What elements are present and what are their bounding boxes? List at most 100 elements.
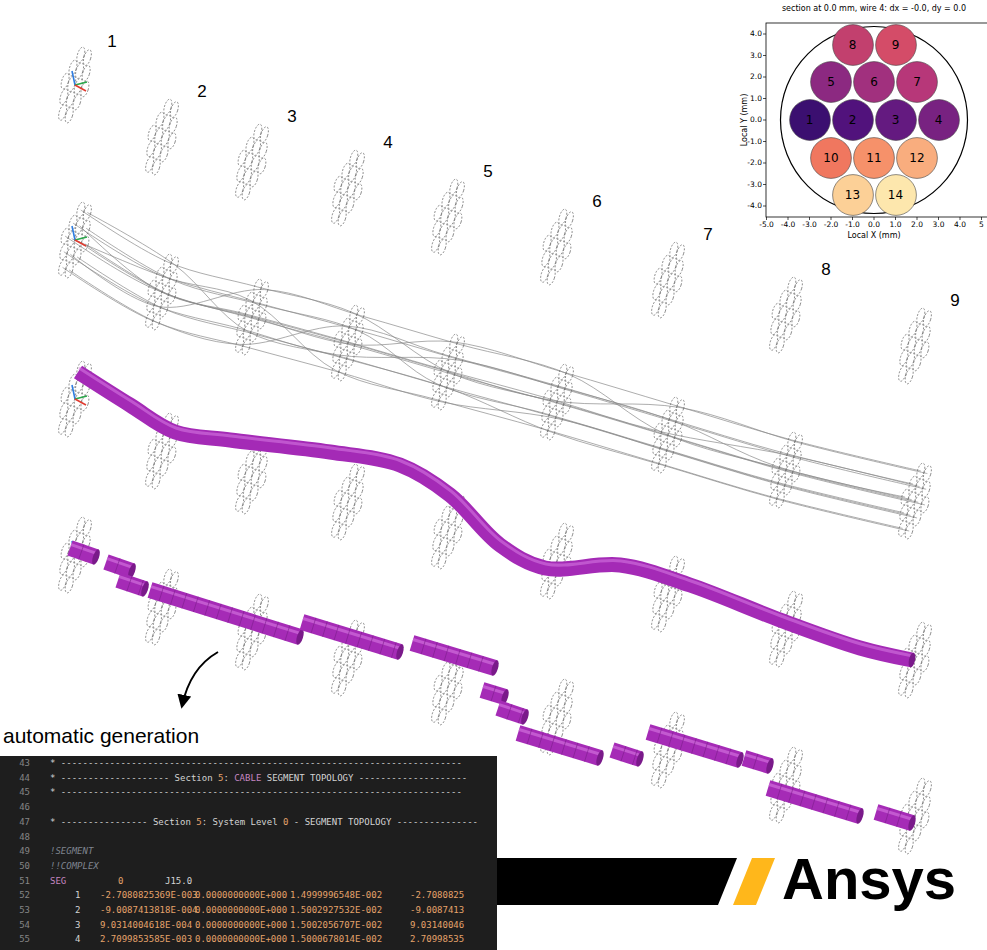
cylinder-ring [491,686,496,701]
wire-circle: 12 [896,137,938,179]
code-text: 9.0314004618E-004 [100,920,192,930]
wire-circle: 2 [832,99,874,141]
wire-outline [666,603,674,619]
cylinder-ring [800,791,805,806]
wire-circle: 4 [918,99,960,141]
cylinder-ring [753,754,758,769]
y-tick [763,120,766,121]
wire-outline [73,408,81,424]
line-number: 43 [19,758,30,768]
wire-outline [784,479,792,495]
cylinder-ring [391,642,396,657]
x-tick-label: -2.0 [824,221,839,230]
wire-outline [354,184,362,200]
circle-fill [832,24,873,65]
cylinder-ring [467,653,472,668]
wire-outline [356,308,364,324]
code-text: 2.7099853585E-003 [100,934,192,944]
cylinder-ring [846,805,851,820]
wire-outline [438,239,446,255]
wire-outline [259,142,267,158]
code-text: 0.0000000000E+000 [195,890,287,900]
wire-path [72,239,905,497]
wire-outline [794,750,802,766]
wire-outline [259,297,267,313]
cylinder-ring [334,625,339,640]
brand-logo-text: Ansys [782,846,956,913]
line-number: 49 [19,846,30,856]
wire-outline [555,411,563,427]
wire-outline [65,262,73,278]
axis-x [75,240,86,246]
wire-outline [776,807,784,823]
wire-outline [913,355,921,371]
wire-outline [675,260,683,276]
tube-highlight [79,368,913,656]
wire-number: 7 [896,61,938,103]
wire-outline [676,245,684,261]
wire-outline [354,498,362,514]
cylinder-cap [635,750,646,767]
cylinder-ring [274,622,279,637]
wire-circle: 7 [896,61,938,103]
wire-outline [784,638,792,654]
wire-number: 13 [832,174,874,216]
x-tick [809,217,810,220]
y-tick [763,184,766,185]
wire-path [81,210,919,502]
wire-outline [338,365,346,381]
wire-outline [547,583,555,599]
cylinder-ring [421,639,426,654]
cylinder-highlight [303,619,401,649]
wire-outline [913,669,921,685]
axis-y [75,82,87,85]
cylinder-cap [295,628,306,645]
wire-outline [242,498,250,514]
cylinder-ring [79,544,84,559]
wire-circle: 10 [810,137,852,179]
code-text: * ---------------- Section [50,817,191,827]
line-number: 50 [19,861,30,871]
wire-outline [82,65,90,81]
wire-outline [923,311,931,327]
wire-outline [354,654,362,670]
cylinder-body [646,724,743,767]
x-tick-label: 3.0 [933,221,945,230]
line-number: 55 [19,934,30,944]
code-text: 9.03140046 [410,920,464,930]
wire-outline [658,616,666,632]
wire-outline [905,368,913,384]
wire-outline [784,324,792,340]
wire-outline [794,435,802,451]
wire-outline [792,466,800,482]
y-tick [763,163,766,164]
wire-outline [565,682,573,698]
wire-outline [666,759,674,775]
wire-outline [793,295,801,311]
code-text: -9.0087413 [410,905,464,915]
tube-end [907,652,916,668]
cylinder-ring [171,590,176,605]
x-tick [981,217,982,220]
wire-outline [794,594,802,610]
cylinder-highlight [769,785,861,813]
axis-x [75,85,86,91]
wire-number: 3 [875,99,917,141]
code-text: 4 [75,934,80,944]
section-number: 8 [821,260,830,280]
wire-outline [446,540,454,556]
wire-outline [555,256,563,272]
cylinder-cap [907,814,917,831]
wire-outline [338,524,346,540]
wire-number: 5 [810,61,852,103]
wire-outline [921,656,929,672]
wire-outline [169,117,177,133]
wire-outline [905,682,913,698]
section-number: 3 [287,107,296,127]
line-number: 54 [19,920,30,930]
annotation: automatic generation [3,724,199,748]
wire-outline [676,559,684,575]
wire-outline [923,466,931,482]
y-tick [763,55,766,56]
cylinder-ring [369,635,374,650]
